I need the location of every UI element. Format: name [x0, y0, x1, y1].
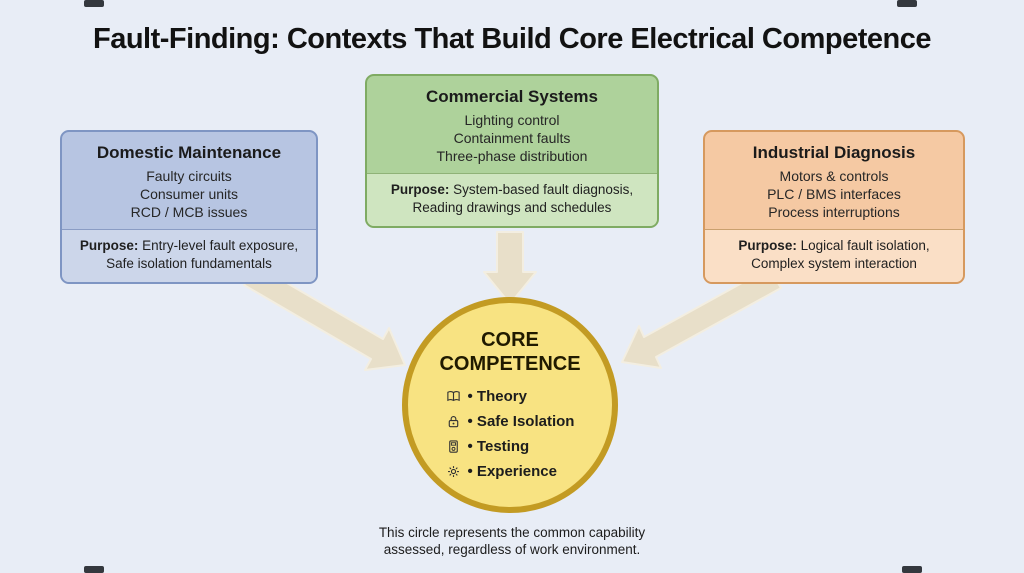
box-item: Process interruptions [768, 204, 900, 220]
list-item: • Testing [446, 434, 575, 459]
box-item: RCD / MCB issues [130, 204, 248, 220]
core-title: CORE COMPETENCE [408, 328, 612, 376]
arrow-commercial-to-core [483, 231, 537, 305]
purpose-label: Purpose: [390, 182, 450, 197]
footnote: This circle represents the common capabi… [0, 524, 1024, 559]
list-item: • Theory [446, 384, 575, 409]
box-item: Containment faults [453, 130, 571, 146]
purpose-section: Purpose: Logical fault isolation, Comple… [705, 229, 963, 282]
purpose-text: System-based fault diagnosis, Reading dr… [412, 182, 634, 215]
book-icon [446, 389, 462, 405]
purpose-text: Logical fault isolation, Complex system … [751, 238, 930, 271]
purpose-label: Purpose: [738, 238, 797, 253]
commercial-systems-box: Commercial Systems Lighting control Cont… [365, 74, 659, 228]
gear-icon [446, 464, 462, 480]
core-item-label: • Testing [467, 438, 530, 455]
box-title: Industrial Diagnosis [752, 143, 916, 162]
box-item: Consumer units [139, 186, 239, 202]
lock-icon [446, 414, 462, 430]
box-title: Domestic Maintenance [96, 143, 282, 162]
box-item: PLC / BMS interfaces [767, 186, 901, 202]
core-item-label: • Experience [467, 463, 557, 480]
purpose-section: Purpose: System-based fault diagnosis, R… [367, 173, 657, 226]
arrow-industrial-to-core [621, 267, 782, 369]
domestic-maintenance-box: Domestic Maintenance Faulty circuits Con… [60, 130, 318, 284]
box-item: Three-phase distribution [436, 148, 588, 164]
core-title-line1: CORE [481, 329, 539, 351]
corner-mark [902, 566, 922, 573]
list-item: • Experience [446, 459, 575, 484]
list-item: • Safe Isolation [446, 409, 575, 434]
industrial-diagnosis-box: Industrial Diagnosis Motors & controls P… [703, 130, 965, 284]
corner-mark [84, 0, 104, 7]
purpose-text: Entry-level fault exposure, Safe isolati… [106, 238, 299, 271]
footnote-text: This circle represents the common capabi… [378, 525, 646, 557]
box-title: Commercial Systems [426, 87, 598, 106]
core-capability-list: • Theory • Safe Isolation • Testing • Ex… [446, 384, 575, 484]
core-item-label: • Safe Isolation [467, 413, 575, 430]
core-competence-circle: CORE COMPETENCE • Theory • Safe Isolatio… [402, 297, 618, 513]
corner-mark [84, 566, 104, 573]
purpose-label: Purpose: [79, 238, 139, 253]
page-title: Fault-Finding: Contexts That Build Core … [93, 23, 931, 55]
meter-icon [446, 439, 462, 455]
box-item: Lighting control [464, 112, 560, 128]
box-item: Faulty circuits [146, 168, 232, 184]
core-item-label: • Theory [467, 388, 527, 405]
box-item: Motors & controls [779, 168, 889, 184]
purpose-section: Purpose: Entry-level fault exposure, Saf… [62, 229, 316, 282]
core-title-line2: COMPETENCE [439, 353, 581, 375]
corner-mark [897, 0, 917, 7]
